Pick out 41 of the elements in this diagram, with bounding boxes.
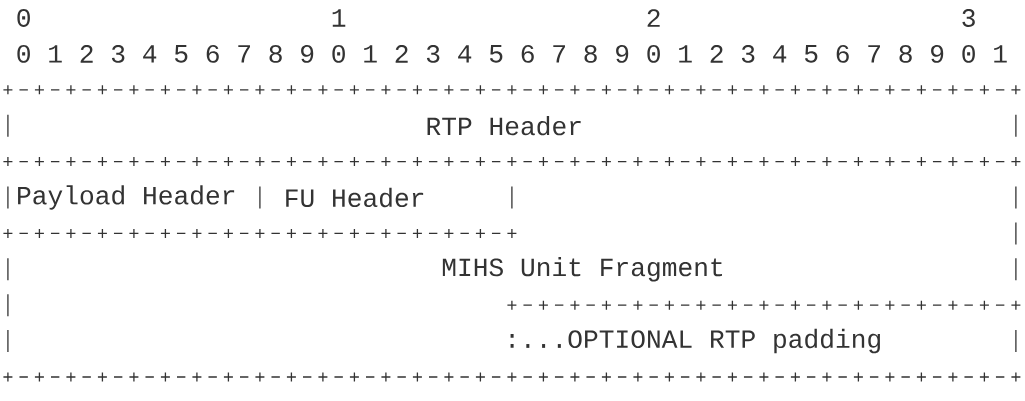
bit-number: 1 [332, 9, 346, 27]
bit-number: 8 [269, 45, 282, 63]
bit-number: 3 [426, 45, 440, 63]
bit-number: 1 [364, 45, 377, 63]
bit-number: 6 [206, 45, 219, 63]
bit-number: 9 [616, 45, 629, 63]
bit-number: 6 [836, 45, 849, 63]
bit-number: 4 [143, 45, 157, 63]
bit-number: 8 [899, 45, 912, 63]
bit-number: 3 [741, 45, 755, 63]
bit-number: 0 [17, 45, 30, 63]
field-label: :...OPTIONAL RTP padding [510, 328, 880, 354]
bit-number: 4 [773, 45, 787, 63]
bit-number: 7 [238, 45, 250, 63]
bit-number: 7 [868, 45, 880, 63]
bit-number: 0 [332, 45, 345, 63]
bit-number: 1 [49, 45, 62, 63]
field-label: FU Header [286, 187, 424, 208]
bit-number: 4 [458, 45, 472, 63]
field-label: RTP Header [427, 116, 581, 136]
bit-number: 5 [804, 45, 818, 63]
bit-number: 2 [647, 9, 660, 27]
bit-number: 8 [584, 45, 597, 63]
bit-number: 0 [647, 45, 660, 63]
bit-number: 2 [395, 45, 408, 63]
bit-number: 1 [679, 45, 692, 63]
bit-number: 6 [521, 45, 534, 63]
field-label: MIHS Unit Fragment [442, 257, 722, 282]
bit-number: 5 [489, 45, 503, 63]
bit-number: 2 [710, 45, 723, 63]
bit-number: 0 [962, 45, 975, 63]
bit-number: 2 [80, 45, 93, 63]
bit-number: 3 [962, 9, 975, 27]
bit-number: 9 [931, 45, 944, 63]
bit-number: 0 [17, 9, 30, 27]
bit-number: 3 [111, 45, 125, 63]
bit-number: 1 [994, 45, 1007, 63]
field-label: Payload Header [18, 185, 235, 210]
bit-number: 5 [174, 45, 188, 63]
bit-number: 7 [553, 45, 565, 63]
bit-number: 9 [301, 45, 314, 63]
